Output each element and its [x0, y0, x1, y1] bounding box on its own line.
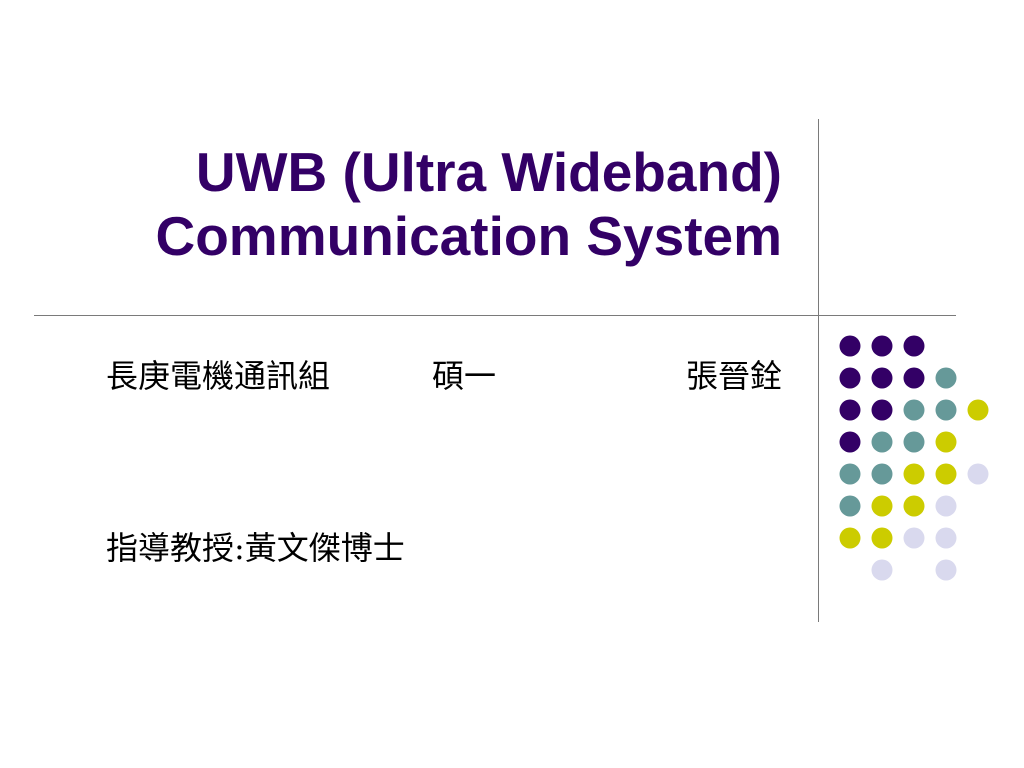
decorative-dot-lavender — [871, 559, 893, 581]
decorative-dot-teal — [839, 463, 861, 485]
decorative-dot-yellow — [839, 527, 861, 549]
decorative-dot-yellow — [935, 431, 957, 453]
decorative-dot-lavender — [935, 527, 957, 549]
decorative-dot-yellow — [935, 463, 957, 485]
grade-text: 碩一 — [432, 357, 497, 395]
author-line: 長庚電機通訊組 碩一 張晉銓 — [106, 354, 782, 398]
student-name: 張晉銓 — [685, 357, 782, 395]
decorative-dot-teal — [871, 463, 893, 485]
decorative-dot-yellow — [871, 495, 893, 517]
decorative-dot-purple — [903, 335, 925, 357]
decorative-dot-lavender — [903, 527, 925, 549]
horizontal-divider — [34, 315, 956, 316]
decorative-dot-yellow — [871, 527, 893, 549]
decorative-dot-teal — [903, 431, 925, 453]
decorative-dot-yellow — [967, 399, 989, 421]
advisor-line: 指導教授:黃文傑博士 — [106, 529, 405, 567]
decorative-dot-teal — [871, 431, 893, 453]
decorative-dot-purple — [871, 335, 893, 357]
title-line-1: UWB (Ultra Wideband) — [195, 141, 782, 203]
decorative-dot-purple — [839, 335, 861, 357]
decorative-dot-purple — [871, 367, 893, 389]
decorative-dot-purple — [839, 367, 861, 389]
decorative-dot-yellow — [903, 495, 925, 517]
decorative-dot-purple — [903, 367, 925, 389]
vertical-divider — [818, 119, 819, 622]
decorative-dot-teal — [935, 399, 957, 421]
decorative-dot-lavender — [935, 559, 957, 581]
decorative-dot-lavender — [967, 463, 989, 485]
decorative-dot-purple — [839, 431, 861, 453]
decorative-dot-yellow — [903, 463, 925, 485]
decorative-dot-teal — [935, 367, 957, 389]
title-line-2: Communication System — [155, 205, 782, 267]
decorative-dot-purple — [839, 399, 861, 421]
slide-title: UWB (Ultra Wideband) Communication Syste… — [40, 140, 782, 268]
decorative-dot-purple — [871, 399, 893, 421]
decorative-dot-teal — [839, 495, 861, 517]
decorative-dot-teal — [903, 399, 925, 421]
decorative-dot-lavender — [935, 495, 957, 517]
department-text: 長庚電機通訊組 — [106, 357, 331, 395]
